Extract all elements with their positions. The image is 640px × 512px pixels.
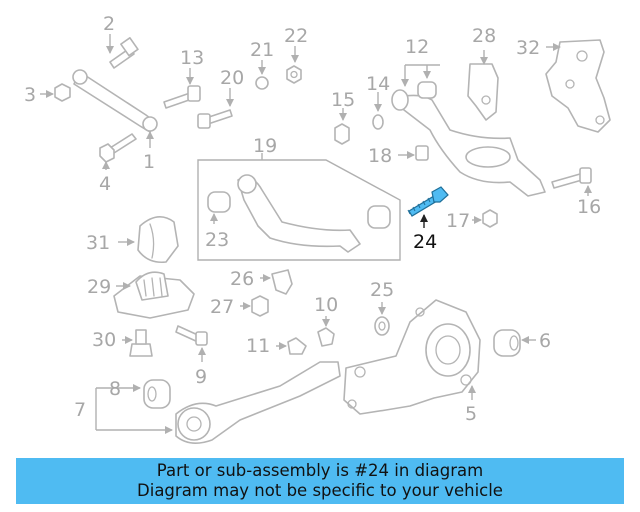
banner-line-1: Part or sub-assembly is #24 in diagram — [156, 461, 484, 480]
part-15-nut — [334, 108, 350, 145]
part-9-bolt — [175, 325, 208, 362]
callout-23[interactable]: 23 — [205, 229, 229, 251]
part-30-bolt — [122, 329, 153, 357]
callout-1[interactable]: 1 — [143, 151, 155, 173]
callout-9[interactable]: 9 — [195, 366, 207, 388]
part-11-bolt — [276, 337, 307, 355]
part-8-bushing — [143, 379, 171, 409]
callout-29[interactable]: 29 — [87, 276, 111, 298]
part-1-lateral-link — [72, 69, 158, 148]
part-6-bushing — [493, 329, 536, 357]
callout-24[interactable]: 24 — [413, 231, 437, 253]
part-4-bolt — [99, 133, 137, 170]
callout-26[interactable]: 26 — [230, 268, 254, 290]
part-14-washer — [372, 92, 384, 130]
callout-14[interactable]: 14 — [366, 73, 390, 95]
callout-25[interactable]: 25 — [370, 279, 394, 301]
info-banner: Part or sub-assembly is #24 in diagram D… — [16, 458, 624, 504]
part-31-bushing-cover — [118, 216, 179, 264]
part-22-nut — [286, 46, 302, 84]
callout-20[interactable]: 20 — [220, 67, 244, 89]
part-7-trailing-arm — [95, 361, 341, 444]
part-21-nut — [255, 60, 269, 90]
banner-line-2: Diagram may not be specific to your vehi… — [137, 481, 503, 500]
part-16-bolt — [551, 167, 592, 196]
part-32-bracket — [545, 39, 611, 133]
part-5-knuckle — [343, 299, 481, 415]
part-3-nut — [40, 83, 71, 102]
part-2-bolt — [106, 34, 139, 69]
part-29-mount — [113, 271, 195, 319]
callout-28[interactable]: 28 — [472, 25, 496, 47]
part-24-bolt[interactable] — [407, 186, 449, 228]
callout-22[interactable]: 22 — [284, 25, 308, 47]
callout-32[interactable]: 32 — [516, 37, 540, 59]
callout-4[interactable]: 4 — [99, 173, 111, 195]
callout-11[interactable]: 11 — [246, 335, 270, 357]
part-12-control-arm — [391, 64, 546, 197]
callout-17[interactable]: 17 — [446, 210, 470, 232]
part-17-nut — [472, 209, 498, 228]
callout-5[interactable]: 5 — [465, 403, 477, 425]
part-13-bolt — [163, 68, 201, 109]
part-20-bolt — [197, 88, 234, 129]
callout-2[interactable]: 2 — [103, 13, 115, 35]
callout-8[interactable]: 8 — [109, 378, 121, 400]
callout-18[interactable]: 18 — [368, 145, 392, 167]
callout-12[interactable]: 12 — [405, 36, 429, 58]
callout-31[interactable]: 31 — [86, 232, 110, 254]
callout-3[interactable]: 3 — [24, 84, 36, 106]
part-25-washer — [374, 302, 390, 336]
part-18-bolt — [398, 145, 429, 161]
part-19-arm-assembly — [197, 153, 401, 261]
callout-21[interactable]: 21 — [250, 39, 274, 61]
callout-6[interactable]: 6 — [539, 330, 551, 352]
callout-7[interactable]: 7 — [74, 399, 86, 421]
callout-27[interactable]: 27 — [210, 296, 234, 318]
part-27-nut — [240, 295, 269, 317]
part-10-bolt — [317, 316, 335, 347]
callout-16[interactable]: 16 — [577, 196, 601, 218]
part-28-bracket — [467, 50, 499, 121]
callout-30[interactable]: 30 — [92, 329, 116, 351]
part-26-clip — [260, 269, 293, 295]
callout-15[interactable]: 15 — [331, 89, 355, 111]
callout-19[interactable]: 19 — [253, 135, 277, 157]
parts-diagram: 1 2 3 4 13 20 21 22 — [24, 13, 611, 444]
callout-13[interactable]: 13 — [180, 47, 204, 69]
callout-10[interactable]: 10 — [314, 294, 338, 316]
